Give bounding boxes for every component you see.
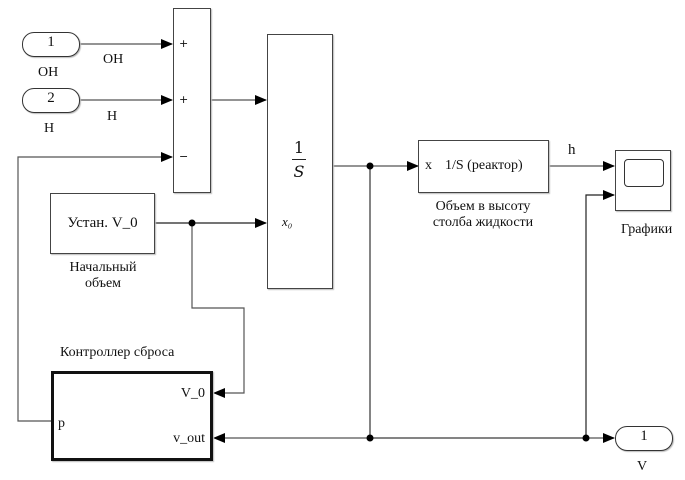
constant-caption: Начальный объем xyxy=(48,260,158,292)
reset-controller-title: Контроллер сброса xyxy=(60,345,175,360)
branch-point xyxy=(366,162,374,170)
constant-caption-line2: объем xyxy=(84,276,122,292)
constant-caption-line1: Начальный xyxy=(69,260,137,275)
sum-block[interactable] xyxy=(173,8,211,193)
branch-point xyxy=(366,434,374,442)
reactor-caption-line2: столба жидкости xyxy=(432,215,534,231)
scope-screen-icon xyxy=(624,159,664,187)
reactor-block[interactable]: x 1/S (реактор) xyxy=(418,140,549,193)
signal-v0-branch[interactable] xyxy=(191,223,245,398)
fraction-bar xyxy=(292,159,306,160)
sum-sign-plus-2: + xyxy=(179,93,189,106)
reactor-label: 1/S (реактор) xyxy=(445,158,523,173)
sum-sign-minus: − xyxy=(179,150,189,163)
integrator-transfer-function: 1 S xyxy=(287,138,311,181)
port-label-v0: V_0 xyxy=(180,386,205,401)
scope-caption: Графики xyxy=(621,222,673,237)
constant-value: Устан. V_0 xyxy=(67,215,138,231)
port-label-vout: v_out xyxy=(173,431,205,446)
reactor-input-port: x xyxy=(425,158,432,173)
outport-1-block[interactable]: 1 xyxy=(615,426,673,451)
branch-point xyxy=(582,434,590,442)
inport-1-number: 1 xyxy=(47,34,55,50)
outport-1-number: 1 xyxy=(640,428,648,444)
integrator-denominator: S xyxy=(293,162,305,181)
inport-1-name: ОН xyxy=(38,65,59,80)
inport-2-block[interactable]: 2 xyxy=(22,88,80,113)
signal-label-h-out: h xyxy=(568,142,576,158)
signal-scope-v[interactable] xyxy=(585,190,615,438)
signal-feedback-p[interactable] xyxy=(17,152,173,422)
scope-block[interactable] xyxy=(615,150,671,211)
integrator-block[interactable] xyxy=(267,34,333,289)
sum-sign-plus-1: + xyxy=(179,37,189,50)
integrator-ic-port: x₀ xyxy=(282,214,293,229)
inport-1-block[interactable]: 1 xyxy=(22,32,80,57)
reactor-caption: Объем в высоту столба жидкости xyxy=(408,199,558,231)
reset-controller-block[interactable]: V_0 p v_out xyxy=(51,371,213,461)
reactor-caption-line1: Объем в высоту xyxy=(435,199,531,214)
branch-point xyxy=(188,219,196,227)
signal-label-oh: ОН xyxy=(103,52,124,67)
constant-block[interactable]: Устан. V_0 xyxy=(50,193,155,254)
outport-1-name: V xyxy=(637,459,648,474)
inport-2-number: 2 xyxy=(47,90,55,106)
inport-2-name: Н xyxy=(44,121,55,136)
signal-label-h: Н xyxy=(107,109,118,124)
port-label-p: p xyxy=(58,416,65,431)
integrator-numerator: 1 xyxy=(293,138,305,157)
